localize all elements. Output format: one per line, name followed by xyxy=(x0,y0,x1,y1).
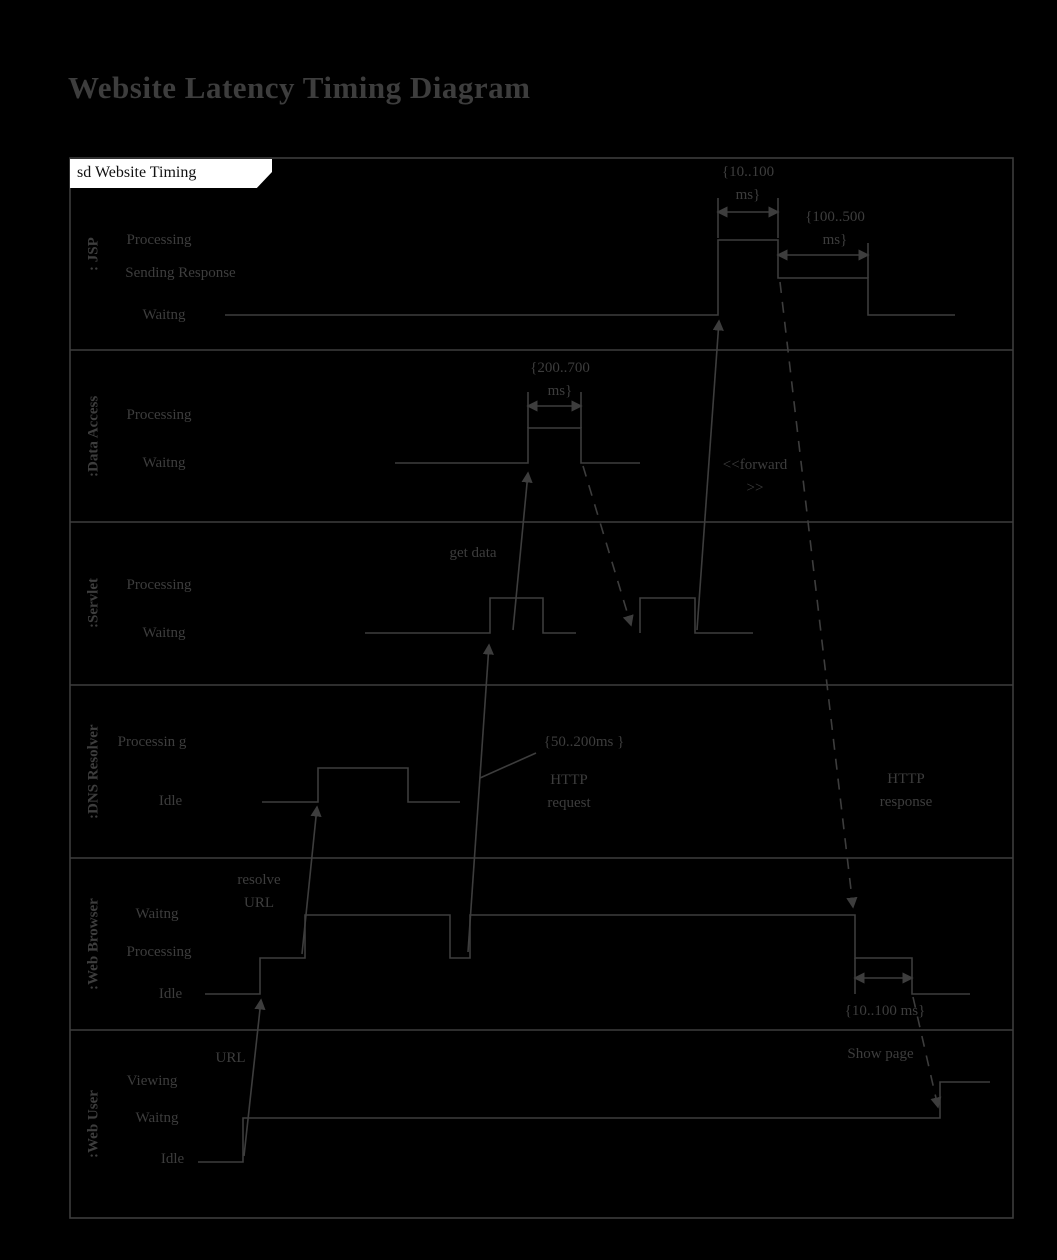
state-browser-waiting: Waitng xyxy=(135,906,179,922)
state-jsp-processing: Processing xyxy=(126,232,192,248)
state-dns-idle: Idle xyxy=(158,793,183,809)
message-arrow-url xyxy=(243,998,266,1157)
message-arrow-forward xyxy=(696,319,724,631)
message-label-http-request: HTTP request xyxy=(547,772,591,811)
frame-border xyxy=(69,157,1014,1219)
state-servlet-waiting: Waitng xyxy=(142,625,186,641)
state-data-access-waiting: Waitng xyxy=(142,455,186,471)
lifeline-label-servlet: :Servlet xyxy=(85,578,102,629)
lifeline-label-dns-resolver: :DNS Resolver xyxy=(85,724,102,819)
state-servlet-processing: Processing xyxy=(126,577,192,593)
duration-label-dns: {50..200ms } xyxy=(543,734,625,750)
lifeline-label-web-browser: :Web Browser xyxy=(85,898,102,990)
jsp-waveform xyxy=(225,239,955,316)
leader-line-dns-duration xyxy=(479,752,537,779)
duration-label-data-access: {200..700 ms} xyxy=(530,360,590,399)
state-jsp-sending-response: Sending Response xyxy=(125,265,236,281)
message-label-forward: <<forward >> xyxy=(722,457,788,496)
message-label-resolve-url: resolve URL xyxy=(237,872,281,911)
dns-waveform xyxy=(262,767,460,803)
servlet-waveform-2 xyxy=(639,597,753,634)
duration-label-jsp-sending: {100..500 ms} xyxy=(805,209,865,248)
state-browser-processing: Processing xyxy=(126,944,192,960)
message-label-url: URL xyxy=(215,1050,246,1066)
state-user-idle: Idle xyxy=(160,1151,185,1167)
user-waveform xyxy=(198,1081,990,1163)
state-jsp-waiting: Waitng xyxy=(142,307,186,323)
message-label-show-page: Show page xyxy=(847,1046,914,1062)
message-arrow-http-request xyxy=(467,643,494,953)
data-access-waveform xyxy=(395,427,640,464)
message-arrow-get-data xyxy=(512,471,533,631)
duration-label-jsp-processing: {10..100 ms} xyxy=(721,164,775,203)
browser-waveform xyxy=(205,914,970,995)
message-arrow-resolve-url xyxy=(301,805,322,955)
lifeline-label-web-user: :Web User xyxy=(85,1090,102,1158)
state-data-access-processing: Processing xyxy=(126,407,192,423)
servlet-waveform-1 xyxy=(365,597,576,634)
message-label-http-response: HTTP response xyxy=(879,771,933,810)
frame-label: sd Website Timing xyxy=(70,159,272,188)
duration-label-browser: {10..100 ms} xyxy=(844,1003,926,1019)
return-arrow-data-access xyxy=(582,465,634,627)
message-label-get-data: get data xyxy=(449,545,497,561)
state-user-viewing: Viewing xyxy=(126,1073,178,1089)
state-browser-idle: Idle xyxy=(158,986,183,1002)
return-arrow-http-response xyxy=(779,281,858,909)
state-dns-processing: Processin g xyxy=(117,734,187,750)
state-user-waiting: Waitng xyxy=(135,1110,179,1126)
lifeline-label-data-access: :Data Access xyxy=(85,395,102,477)
page-title: Website Latency Timing Diagram xyxy=(68,70,531,105)
